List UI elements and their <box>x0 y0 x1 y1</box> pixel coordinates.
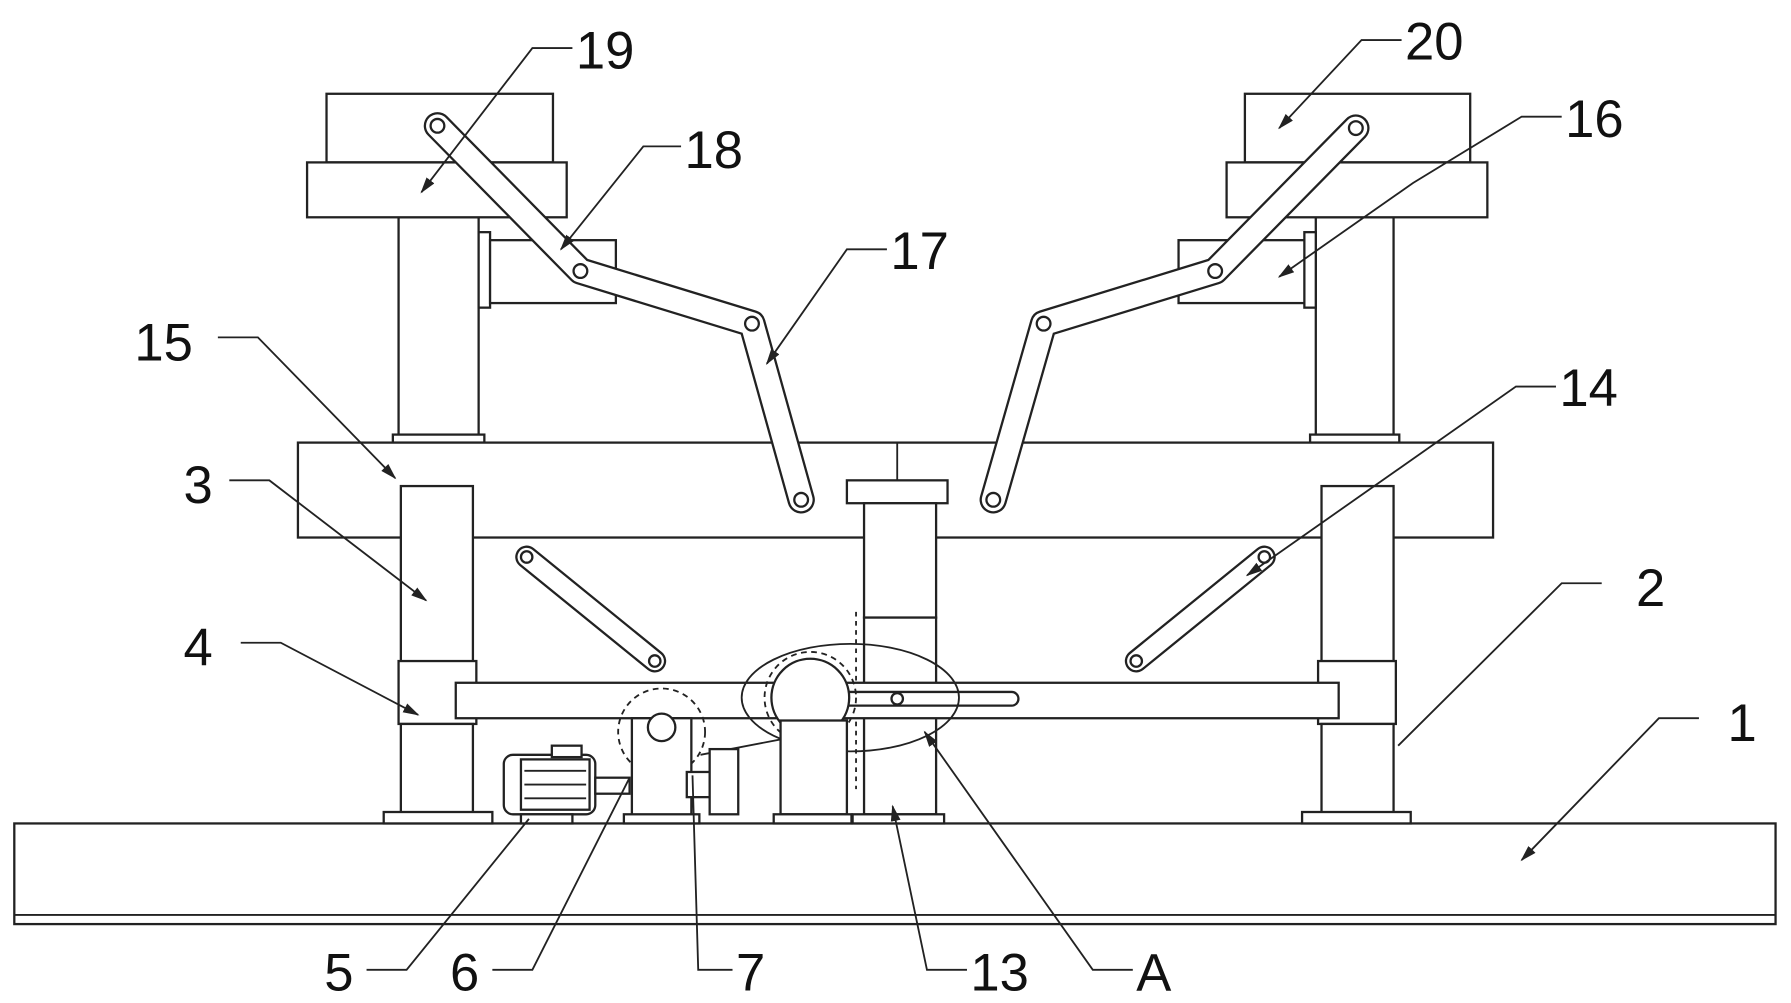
label-6: 6 <box>450 943 479 1002</box>
upper-right-post <box>1310 217 1399 442</box>
lower-link-right <box>1131 551 1271 667</box>
label-20: 20 <box>1405 12 1464 71</box>
label-a: A <box>1136 943 1171 1002</box>
label-3: 3 <box>184 456 213 515</box>
label-2: 2 <box>1636 559 1665 618</box>
label-15: 15 <box>134 313 193 372</box>
label-14: 14 <box>1559 359 1618 418</box>
label-7: 7 <box>736 943 765 1002</box>
label-17: 17 <box>890 222 949 281</box>
top-block-right <box>1227 94 1488 218</box>
label-1: 1 <box>1728 694 1757 753</box>
motor <box>504 746 630 824</box>
base-plate <box>14 823 1775 924</box>
label-4: 4 <box>184 619 213 678</box>
lower-link-left <box>521 551 661 667</box>
coupling <box>687 721 852 824</box>
label-13: 13 <box>970 943 1029 1002</box>
horizontal-bar <box>456 683 1339 718</box>
label-19: 19 <box>576 22 635 81</box>
label-5: 5 <box>324 943 353 1002</box>
label-16: 16 <box>1565 90 1624 149</box>
label-18: 18 <box>684 121 743 180</box>
upper-left-post <box>393 217 484 442</box>
